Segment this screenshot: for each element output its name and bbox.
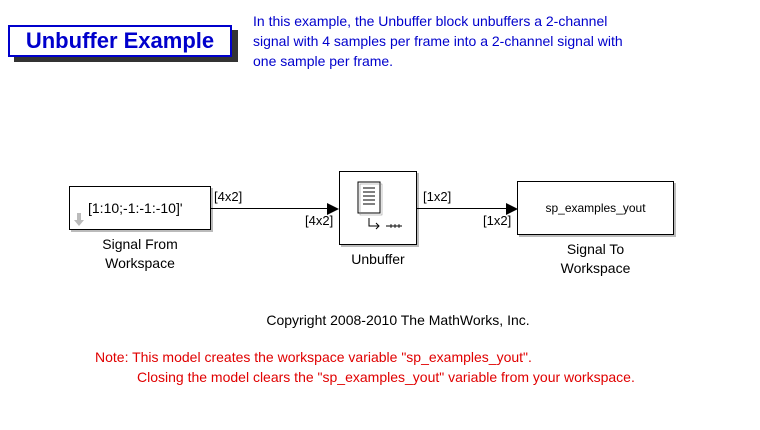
signal-line[interactable] <box>416 208 507 209</box>
signal-dim-label: [1x2] <box>423 189 452 204</box>
signal-dim-label: [1x2] <box>483 213 512 228</box>
signal-to-workspace-block[interactable]: sp_examples_yout <box>517 181 674 235</box>
unbuffer-label: Unbuffer <box>351 251 405 267</box>
arrowhead-icon <box>327 203 339 215</box>
description-line: In this example, the Unbuffer block unbu… <box>253 13 608 29</box>
sink-variable: sp_examples_yout <box>545 201 646 215</box>
note: Note: This model creates the workspace v… <box>95 347 635 387</box>
signal-from-workspace-block[interactable]: [1:10;-1:-1:-10]' <box>69 186 211 230</box>
copyright: Copyright 2008-2010 The MathWorks, Inc. <box>266 312 530 328</box>
signal-dim-label: [4x2] <box>305 213 334 228</box>
signal-line[interactable] <box>210 208 328 209</box>
arrowhead-icon <box>506 203 518 215</box>
unbuffer-block[interactable] <box>339 171 417 245</box>
description-line: signal with 4 samples per frame into a 2… <box>253 33 623 49</box>
unbuffer-icon <box>357 181 402 230</box>
note-line: Note: This model creates the workspace v… <box>95 349 532 365</box>
description: In this example, the Unbuffer block unbu… <box>253 11 623 71</box>
down-arrow-icon <box>74 213 84 226</box>
source-value: [1:10;-1:-1:-10]' <box>88 200 183 216</box>
model-title: Unbuffer Example <box>8 25 232 57</box>
note-line: Closing the model clears the "sp_example… <box>137 369 635 385</box>
description-line: one sample per frame. <box>253 53 394 69</box>
signal-dim-label: [4x2] <box>214 189 243 204</box>
